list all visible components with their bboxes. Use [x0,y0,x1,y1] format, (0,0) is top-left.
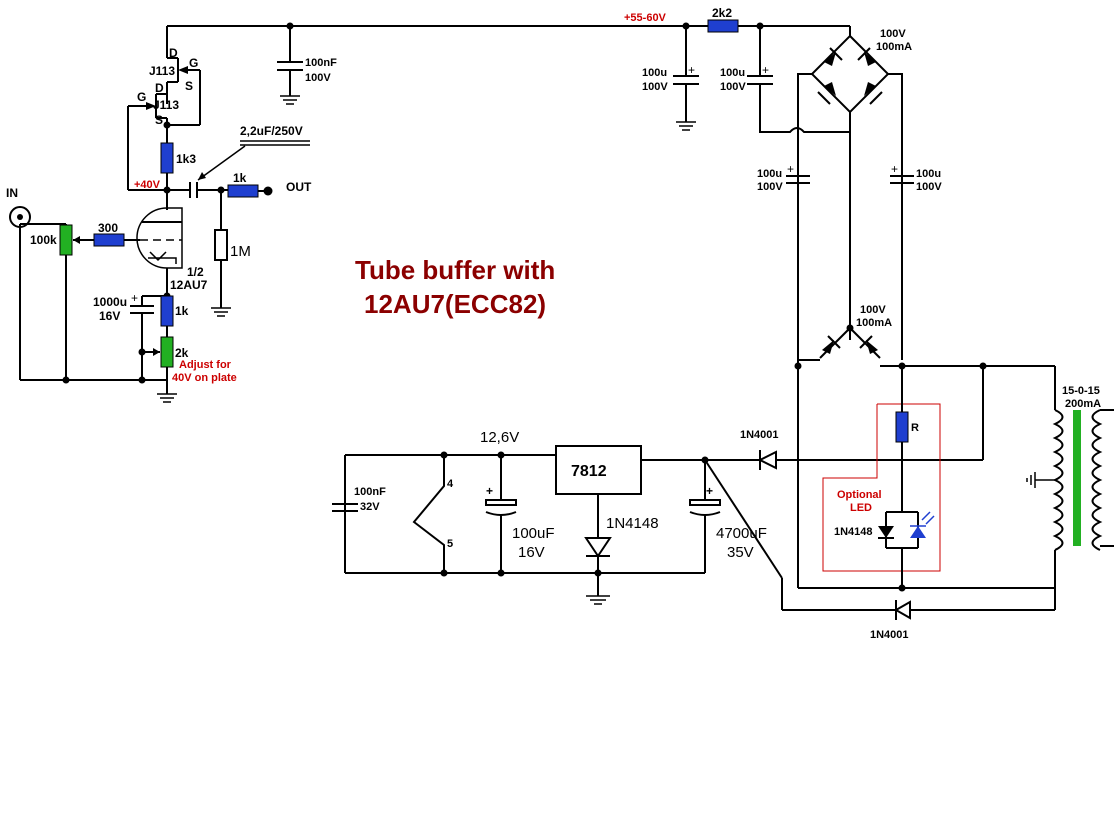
cap-100uf-value: 100uF [512,525,555,542]
svg-text:+: + [486,484,493,498]
cathode-resistor-label: 1k [175,304,189,318]
fet-j113-bottom: D G S J113 [127,81,200,190]
heater-supply: 12,6V 100nF 32V 4 5 + 100uF 16V 7812 1N4… [332,429,767,605]
cap-100u-b-voltage: 100V [720,81,746,93]
diode-1n4148-reg-label: 1N4148 [606,515,659,532]
capacitor-100u-d: + 100u 100V [890,162,942,193]
title-line1: Tube buffer with [355,255,555,285]
cap-100u-b-value: 100u [720,67,745,79]
cathode-network: + 1000u 16V 1k 2k Adjust for 40V on plat… [93,291,237,403]
bridge-bottom-current: 100mA [856,317,892,329]
cap-100nf-value: 100nF [305,57,337,69]
cathode-cap-value: 1000u [93,295,127,309]
cap-100nf32-value: 100nF [354,486,386,498]
plate-voltage-label: +40V [134,179,161,191]
fet-bottom-pin-s: S [155,113,163,127]
coupling-cap-label: 2,2uF/250V [240,124,303,138]
fet-bottom-pin-d: D [155,81,164,95]
cap-100u-c-value: 100u [757,168,782,180]
transformer-rating: 15-0-15 [1062,385,1100,397]
rail-12v6-label: 12,6V [480,429,519,446]
transformer-core [1073,410,1081,546]
resistor-2k2: 2k2 [707,6,739,33]
bridge-top-voltage: 100V [880,28,906,40]
fet-top-label: J113 [149,64,175,78]
tube-type-label: 12AU7 [170,278,208,292]
pot-100k-label: 100k [30,233,57,247]
svg-text:+: + [891,162,898,176]
bridge-bottom-voltage: 100V [860,304,886,316]
optional-led-section: R Optional LED 1N4148 [822,366,941,588]
resistor-2k2-label: 2k2 [712,6,732,20]
svg-text:+: + [762,63,769,77]
bridge-top-current: 100mA [876,41,912,53]
input-section: IN 100k 300 [6,186,167,384]
output-section: 1k OUT 1M [211,171,312,317]
in-label: IN [6,186,18,200]
cap-100u-d-voltage: 100V [916,181,942,193]
resistor-1m-label: 1M [230,243,251,260]
heater-pin5-label: 5 [447,538,453,550]
led-resistor-label: R [911,422,919,434]
diode-1n4001-top-label: 1N4001 [740,429,779,441]
out-label: OUT [286,180,312,194]
tube-12au7: 1/2 12AU7 [136,207,208,296]
supply-rail: +55-60V [167,12,850,30]
diagram-title: Tube buffer with 12AU7(ECC82) [355,255,555,319]
cap-4700-value: 4700uF [716,525,767,542]
led-diode-label: 1N4148 [834,526,873,538]
cap-100u-d-value: 100u [916,168,941,180]
adjust-note-line2: 40V on plate [172,372,237,384]
diode-1n4001-bottom: 1N4001 [704,459,1055,641]
cap-4700-voltage: 35V [727,544,754,561]
bridge-rectifier-bottom: 100V 100mA [794,304,1055,592]
svg-text:+: + [688,63,695,77]
optional-led-line1: Optional [837,489,882,501]
cap-100uf-voltage: 16V [518,544,545,561]
fet-top-pin-d: D [169,46,178,60]
svg-text:+: + [787,162,794,176]
bridge-rectifier-top: 100V 100mA [797,26,912,360]
regulator-label: 7812 [571,463,607,480]
cathode-cap-voltage: 16V [99,309,120,323]
capacitor-100u-c: + 100u 100V [757,162,810,193]
output-resistor-label: 1k [233,171,247,185]
diode-1n4001-bottom-label: 1N4001 [870,629,909,641]
fet-bottom-label: J113 [153,98,179,112]
resistor-1k3: 1k3 +40V [128,142,196,210]
fet-bottom-pin-g: G [137,90,146,104]
fet-j113-top: D G S J113 [149,26,201,125]
title-line2: 12AU7(ECC82) [364,289,546,319]
resistor-1k3-label: 1k3 [176,152,196,166]
adjust-note-line1: Adjust for [179,359,232,371]
fet-top-pin-g: G [189,56,198,70]
optional-led-line2: LED [850,502,872,514]
svg-text:+: + [706,484,713,498]
cap-100u-c-voltage: 100V [757,181,783,193]
cap-100nf-voltage: 100V [305,72,331,84]
heater-pin4-label: 4 [447,478,454,490]
capacitor-coupling: 2,2uF/250V [189,124,310,198]
capacitor-100nf-100v: 100nF 100V [277,26,337,105]
tube-half-label: 1/2 [187,265,204,279]
transformer: 15-0-15 200mA [1026,366,1114,610]
cap-100u-a-value: 100u [642,67,667,79]
svg-text:+: + [131,291,138,305]
capacitor-100u-a: + 100u 100V [642,26,699,131]
diode-1n4001-top: 1N4001 [705,366,984,470]
transformer-current: 200mA [1065,398,1101,410]
resistor-300-label: 300 [98,221,118,235]
supply-voltage-label: +55-60V [624,12,667,24]
cap-100u-a-voltage: 100V [642,81,668,93]
cap-100nf32-voltage: 32V [360,501,380,513]
capacitor-100u-b: + 100u 100V [720,26,850,133]
pot-2k-label: 2k [175,346,189,360]
regulator-7812 [555,445,642,495]
fet-top-pin-s: S [185,79,193,93]
